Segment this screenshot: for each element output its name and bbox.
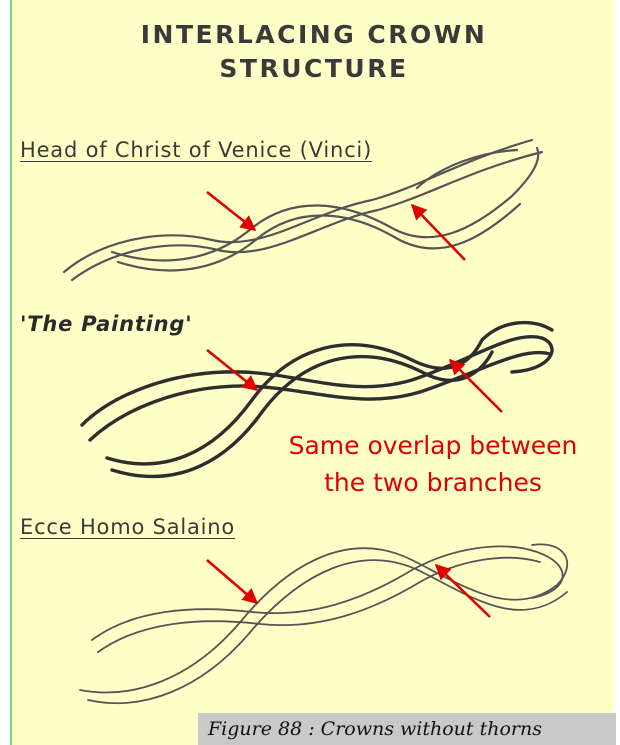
overlap-note-line2: the two branches [258,464,608,501]
arrow-painting-right [450,360,502,412]
crown-drawings [12,0,616,745]
figure-caption: Figure 88 : Crowns without thorns [198,713,616,745]
crown-sketch-venice [64,140,542,280]
arrow-painting-left [207,350,257,390]
figure-panel: INTERLACING CROWN STRUCTURE Head of Chri… [10,0,614,745]
arrow-salaino-left [207,560,257,603]
overlap-arrows [207,192,502,617]
arrow-venice-right [412,205,465,260]
overlap-note: Same overlap between the two branches [258,427,608,501]
crown-sketch-salaino [80,544,567,703]
overlap-note-line1: Same overlap between [258,427,608,464]
arrow-venice-left [207,192,255,230]
arrow-salaino-right [436,565,490,617]
